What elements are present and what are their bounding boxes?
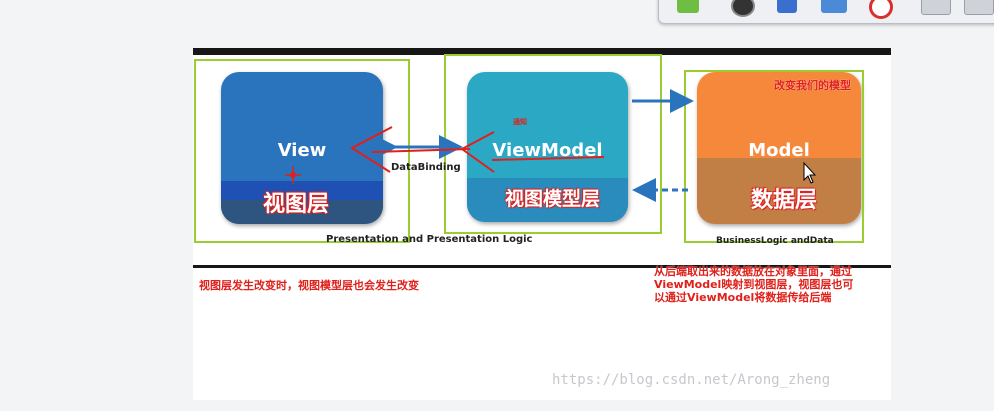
view-strip-dark [221,200,383,224]
databinding-label: DataBinding [391,162,461,173]
toolbar [658,0,994,24]
viewmodel-small-note: 通知 [513,118,527,126]
red-line [371,148,471,153]
viewmodel-title: ViewModel [492,140,603,161]
slide-divider [193,265,891,268]
viewmodel-cn-label: 视图模型层 [505,188,601,210]
model-top-note: 改变我们的模型 [774,79,851,92]
red-chevron-left [350,126,393,173]
right-note: 从后端取出来的数据放在对象里面，通过ViewModel映射到视图层，视图层也可以… [654,265,854,304]
model-lower [697,158,861,224]
refresh-icon[interactable] [677,0,699,13]
red-underline [491,156,605,161]
viewmodel-lower [467,178,628,222]
view-cn-label: 视图层 [263,191,330,217]
highlight-frame-model [684,70,864,243]
model-title: Model [748,140,810,161]
view-strip [221,181,383,200]
red-chevron-right [460,131,495,173]
record-icon[interactable] [731,0,755,17]
slide-top-band [193,48,891,55]
model-box: Model 数据层 [697,72,861,224]
model-cn-label: 数据层 [751,187,818,213]
view-title: View [277,140,327,161]
right-caption: BusinessLogic andData [716,236,834,246]
monitor-icon[interactable] [921,0,951,15]
left-note: 视图层发生改变时，视图模型层也会发生改变 [199,279,419,292]
network-icon[interactable] [821,0,847,13]
left-caption: Presentation and Presentation Logic [326,234,533,245]
watermark: https://blog.csdn.net/Arong_zheng [552,372,831,388]
pen-icon[interactable] [777,0,797,13]
target-icon[interactable] [869,0,893,19]
mouse-cursor-icon [803,161,817,184]
view-box: View 视图层 [221,72,383,224]
viewmodel-box: ViewModel 视图模型层 通知 [467,72,628,222]
